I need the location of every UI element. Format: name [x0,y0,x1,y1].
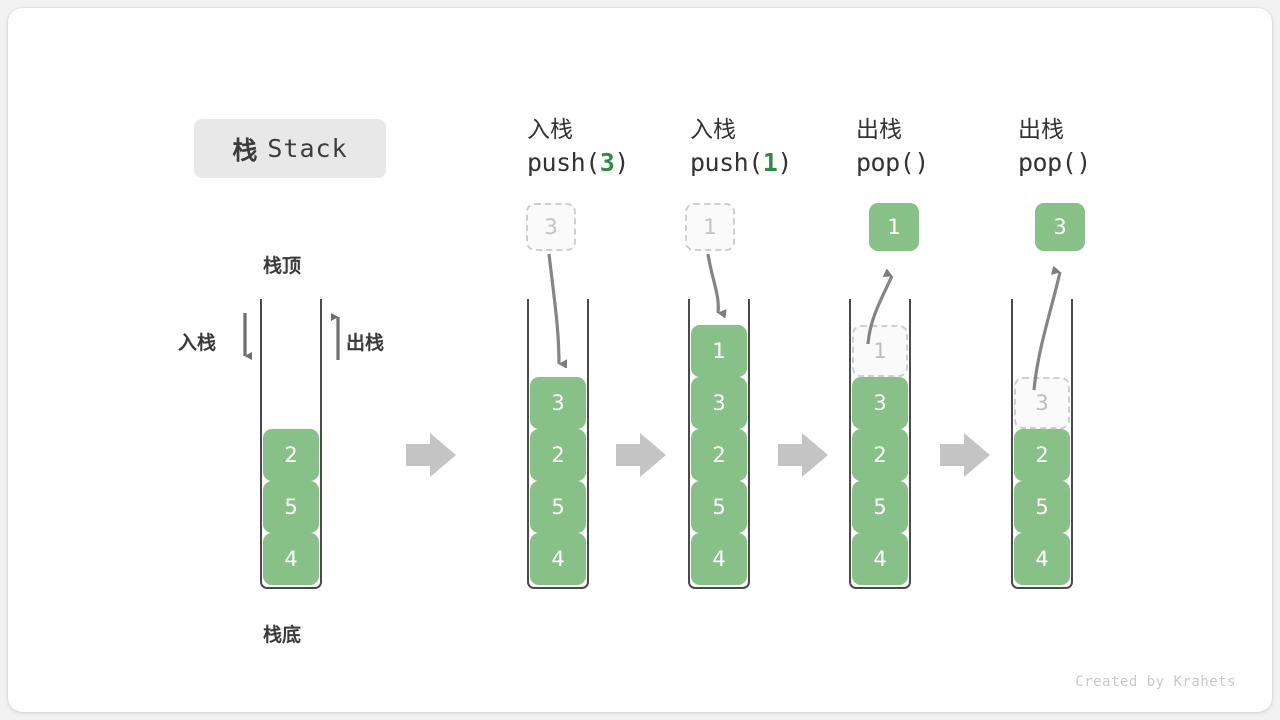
column-header-pop-3: 出栈 pop() [1018,114,1178,180]
column-header-pop-1: 出栈 pop() [856,114,1016,180]
stack-after-pop-3: 3 2 5 4 [1011,299,1073,589]
stack-cells: 3 2 5 4 [530,377,586,585]
code-arg: 1 [762,148,778,177]
stack-cell: 4 [852,533,908,585]
pop-direction-label: 出栈 [346,332,385,354]
stack-tube [688,299,750,589]
step-arrow-4-icon [940,433,990,477]
stack-tube [527,299,589,589]
incoming-element-1: 1 [685,203,735,251]
stack-cell: 2 [691,429,747,481]
code-arg: 3 [599,148,615,177]
column-header-code: pop() [1018,146,1178,180]
stack-cell: 3 [691,377,747,429]
stack-cell: 4 [530,533,586,585]
stack-after-pop-1: 1 3 2 5 4 [849,299,911,589]
stack-cells: 3 2 5 4 [1014,377,1070,585]
code-suffix: ) [777,148,792,177]
title-en: Stack [267,134,348,163]
stack-cell: 1 [691,325,747,377]
step-arrow-3-icon [778,433,828,477]
column-header-cn: 出栈 [1018,117,1064,143]
code-prefix: pop( [1018,148,1077,177]
stack-cell: 2 [1014,429,1070,481]
column-header-push-1: 入栈 push(1) [690,114,850,180]
stack-cell: 5 [852,481,908,533]
push-direction-label: 入栈 [178,332,217,354]
stack-after-push-3: 3 2 5 4 [527,299,589,589]
stack-cell: 3 [530,377,586,429]
stack-tube [260,299,322,589]
code-prefix: push( [527,148,600,177]
stack-initial: 2 5 4 [260,299,322,589]
column-header-code: push(3) [527,146,687,180]
stack-bottom-label: 栈底 [263,624,302,646]
stack-cell: 2 [852,429,908,481]
code-prefix: pop( [856,148,915,177]
title-cn: 栈 [232,135,259,165]
stack-cell-removed: 1 [852,325,908,377]
stack-after-push-1: 1 3 2 5 4 [688,299,750,589]
column-header-push-3: 入栈 push(3) [527,114,687,180]
code-prefix: push( [690,148,763,177]
code-suffix: ) [914,148,929,177]
stack-tube [849,299,911,589]
page-title: 栈 Stack [194,119,386,178]
popped-element-3: 3 [1035,203,1085,251]
stack-cell: 5 [263,481,319,533]
stack-cell: 4 [691,533,747,585]
stack-cell: 2 [263,429,319,481]
stack-cells: 1 3 2 5 4 [852,325,908,585]
column-header-cn: 入栈 [690,117,736,143]
stack-cells: 2 5 4 [263,429,319,585]
stack-cell: 3 [852,377,908,429]
column-header-code: push(1) [690,146,850,180]
column-header-code: pop() [856,146,1016,180]
step-arrow-1-icon [406,433,456,477]
stack-top-label: 栈顶 [263,255,302,277]
stack-cell: 5 [1014,481,1070,533]
step-arrow-2-icon [616,433,666,477]
stack-tube [1011,299,1073,589]
column-header-cn: 出栈 [856,117,902,143]
stack-cell: 4 [1014,533,1070,585]
popped-element-1: 1 [869,203,919,251]
column-header-cn: 入栈 [527,117,573,143]
stack-cell: 2 [530,429,586,481]
code-suffix: ) [1076,148,1091,177]
stack-cells: 1 3 2 5 4 [691,325,747,585]
stack-cell-removed: 3 [1014,377,1070,429]
code-suffix: ) [614,148,629,177]
stack-cell: 4 [263,533,319,585]
incoming-element-3: 3 [526,203,576,251]
stack-cell: 5 [530,481,586,533]
stack-cell: 5 [691,481,747,533]
credit-text: Created by Krahets [1075,674,1236,690]
